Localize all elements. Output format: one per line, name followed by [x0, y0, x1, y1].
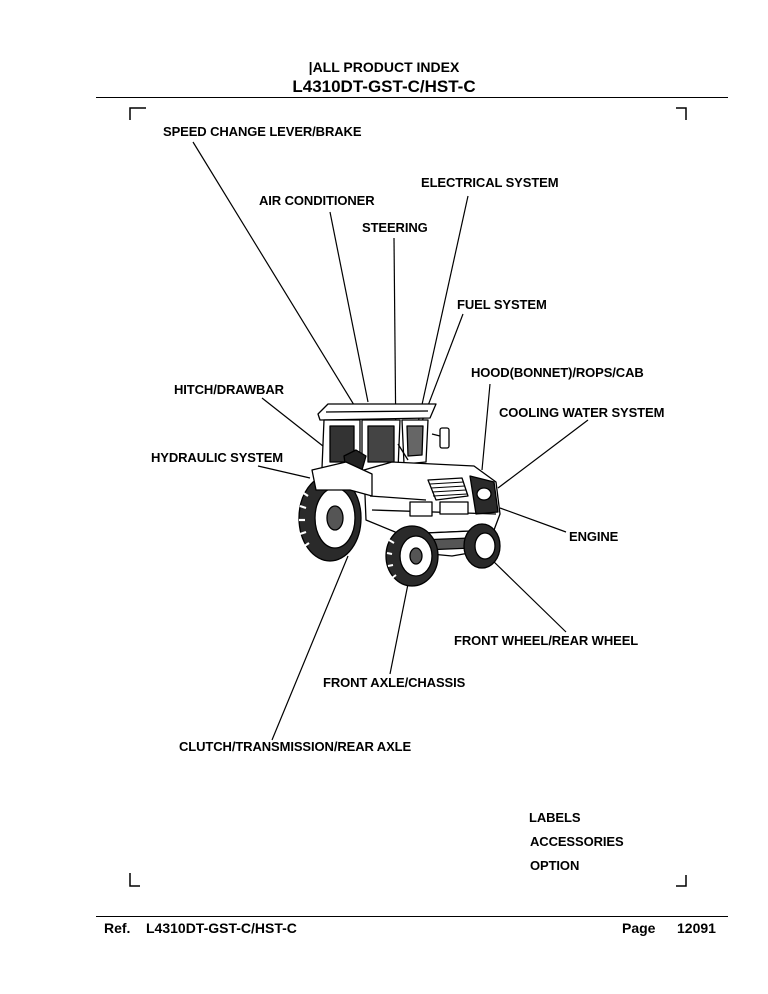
- label-front-axle-chassis[interactable]: FRONT AXLE/CHASSIS: [323, 675, 466, 690]
- label-fuel-system[interactable]: FUEL SYSTEM: [457, 297, 547, 312]
- link-option[interactable]: OPTION: [530, 858, 580, 873]
- leader-front-axle: [389, 583, 409, 675]
- link-labels[interactable]: LABELS: [529, 810, 581, 825]
- label-air-conditioner[interactable]: AIR CONDITIONER: [259, 193, 375, 208]
- label-hydraulic-system[interactable]: HYDRAULIC SYSTEM: [151, 450, 284, 465]
- label-speed-change-lever-brake[interactable]: SPEED CHANGE LEVER/BRAKE: [163, 124, 362, 139]
- label-electrical-system[interactable]: ELECTRICAL SYSTEM: [421, 175, 559, 190]
- label-hood-rops-cab[interactable]: HOOD(BONNET)/ROPS/CAB: [471, 365, 644, 380]
- footer-ref-model: L4310DT-GST-C/HST-C: [146, 920, 297, 936]
- leader-hitch: [261, 397, 329, 451]
- leader-air-conditioner: [329, 211, 369, 403]
- leader-hood: [481, 383, 491, 471]
- label-hitch-drawbar[interactable]: HITCH/DRAWBAR: [174, 382, 284, 397]
- model-title: L4310DT-GST-C/HST-C: [292, 77, 476, 96]
- leader-hydraulic: [257, 465, 311, 479]
- label-clutch-transmission-rear-axle[interactable]: CLUTCH/TRANSMISSION/REAR AXLE: [179, 739, 412, 754]
- label-cooling-water-system[interactable]: COOLING WATER SYSTEM: [499, 405, 665, 420]
- leader-cooling: [497, 419, 589, 489]
- label-front-wheel-rear-wheel[interactable]: FRONT WHEEL/REAR WHEEL: [454, 633, 639, 648]
- index-title: |ALL PRODUCT INDEX: [308, 59, 460, 75]
- leader-wheels: [489, 557, 567, 633]
- header-rule: [96, 97, 728, 98]
- leader-engine: [499, 507, 567, 533]
- label-engine[interactable]: ENGINE: [569, 529, 619, 544]
- footer-page-number: 12091: [677, 920, 716, 936]
- footer-ref-label: Ref.: [104, 920, 131, 936]
- footer-rule: [96, 916, 728, 917]
- label-steering[interactable]: STEERING: [362, 220, 428, 235]
- link-accessories[interactable]: ACCESSORIES: [530, 834, 624, 849]
- tractor-illustration: [298, 403, 501, 587]
- leader-speed-change: [192, 141, 363, 419]
- footer-page-label: Page: [622, 920, 656, 936]
- leader-clutch: [271, 555, 349, 741]
- corner-marks: [129, 107, 687, 887]
